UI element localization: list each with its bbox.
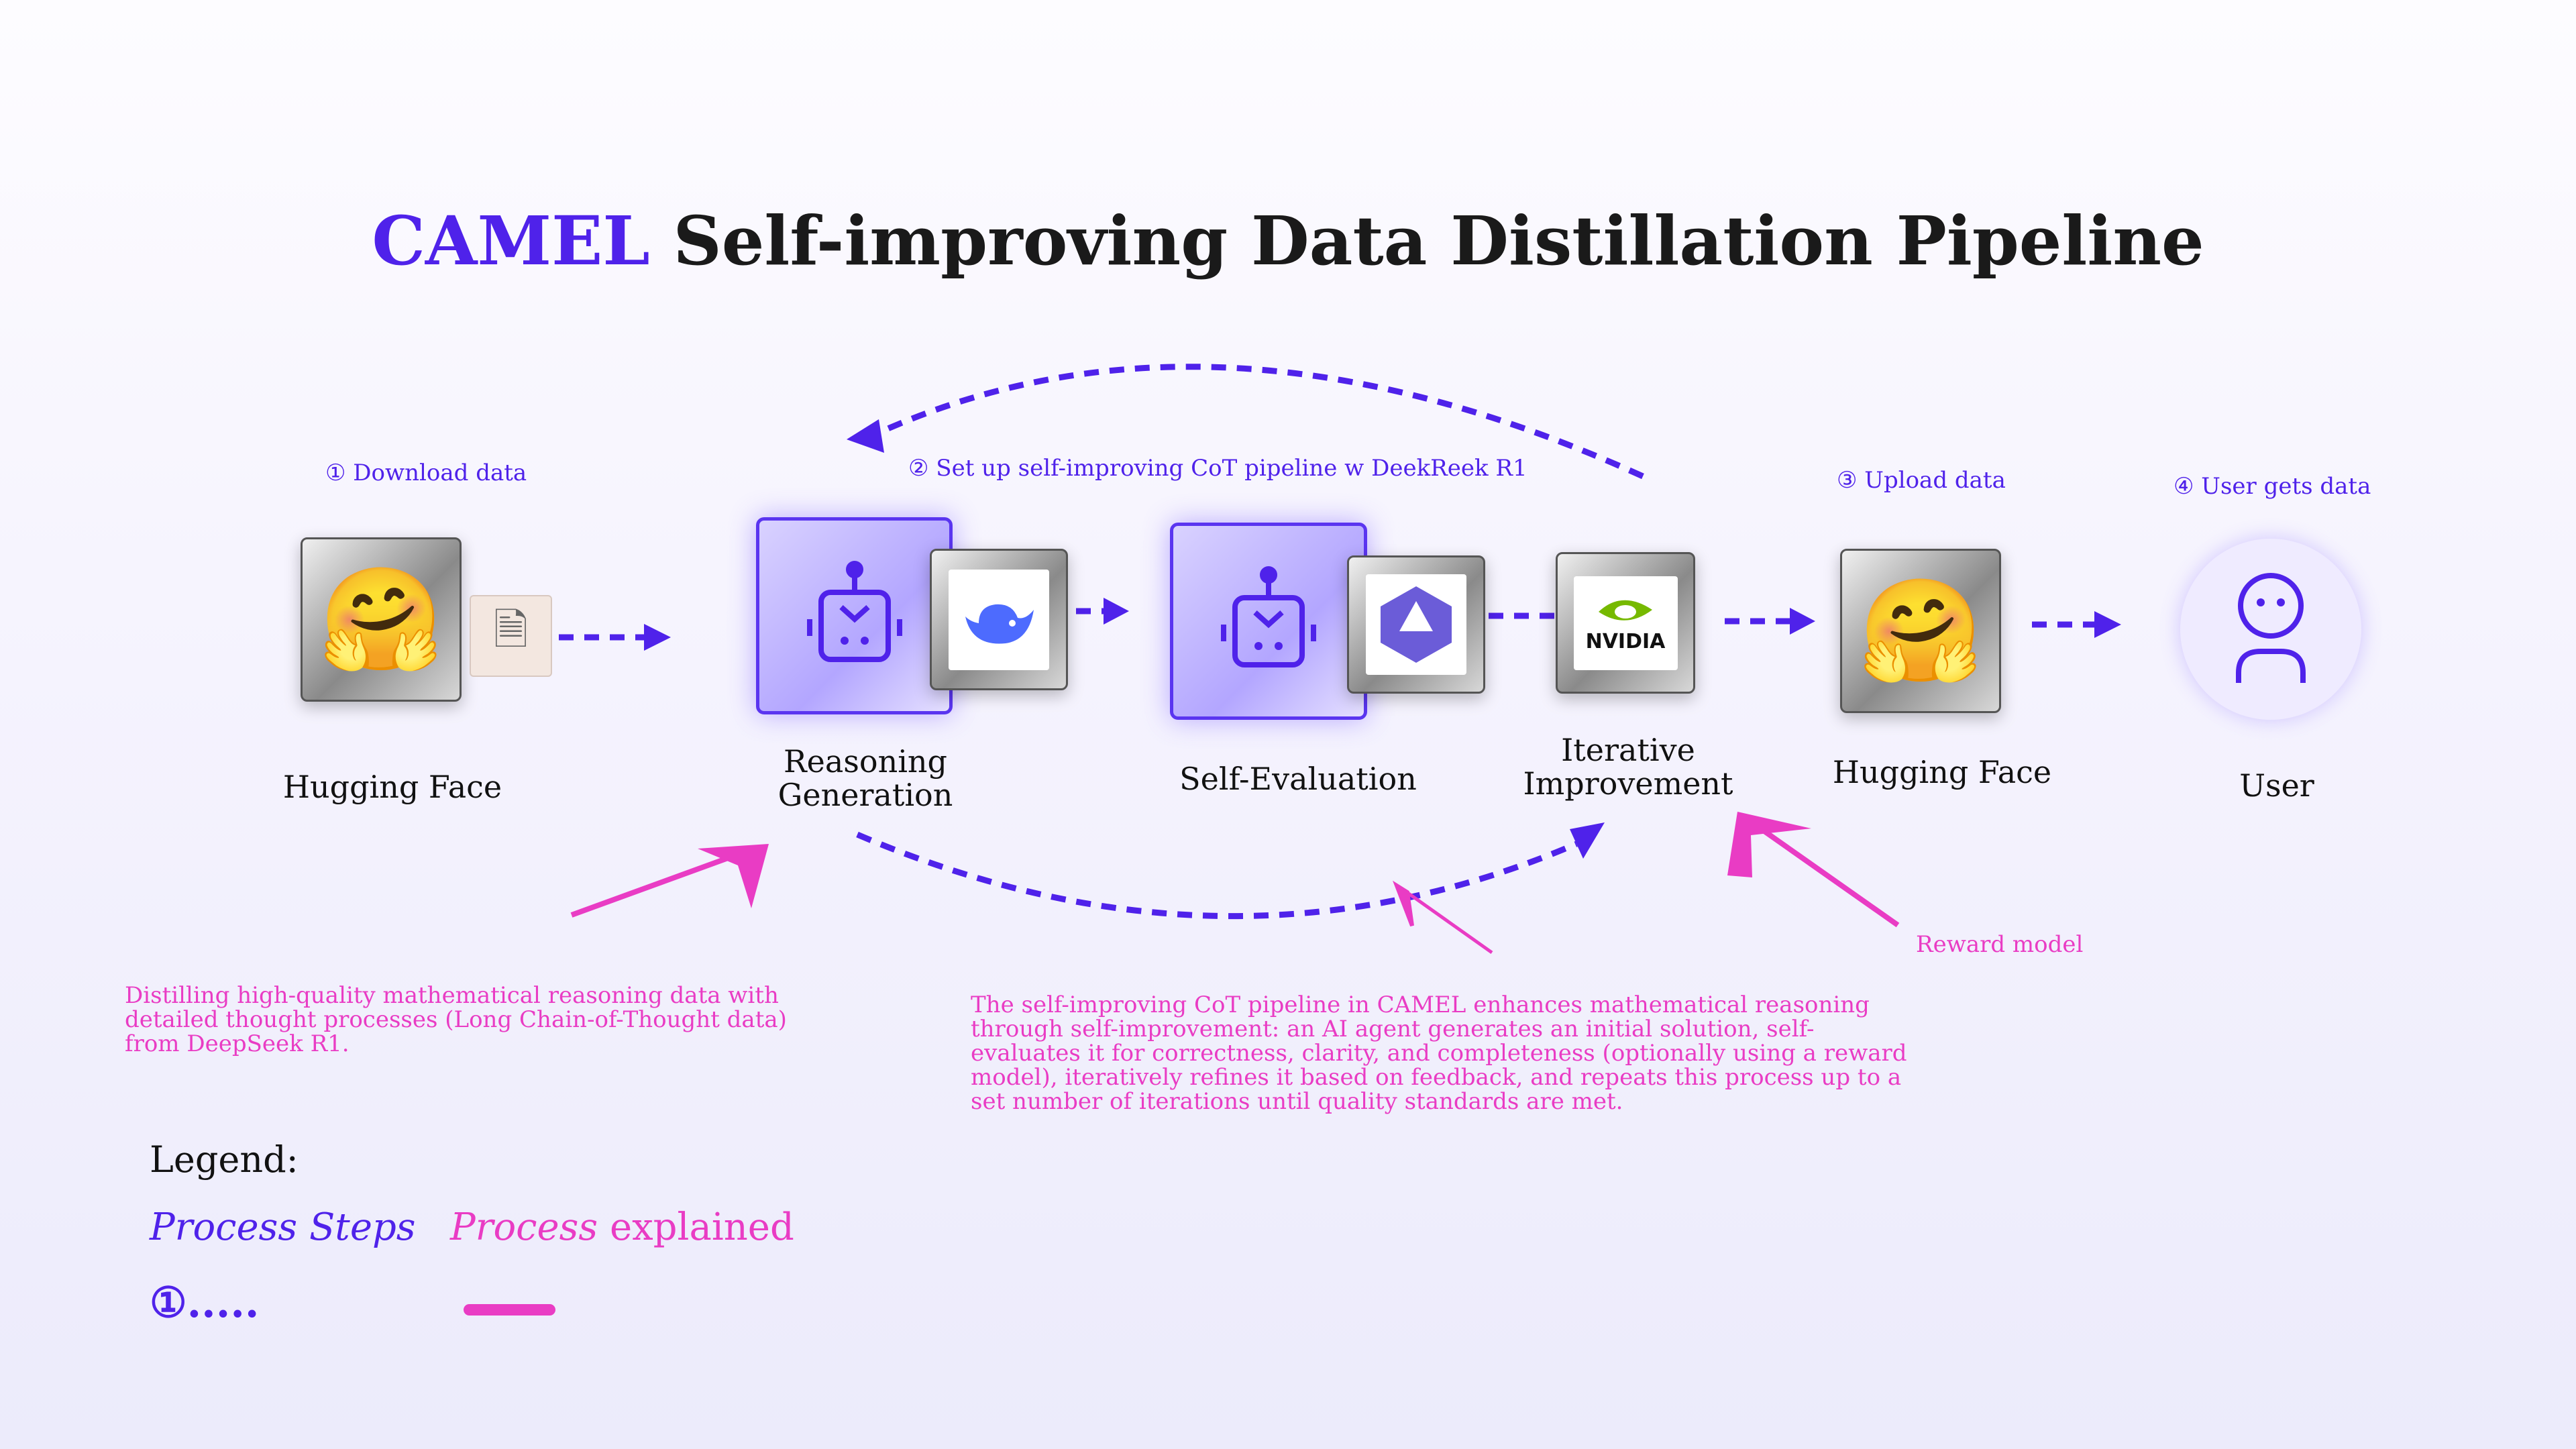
arrowhead (1104, 598, 1129, 625)
nvidia-logo-icon: NVIDIA (1573, 576, 1678, 670)
huggingface-icon: 🤗 (318, 561, 444, 678)
qwen-node (1347, 555, 1485, 694)
note-distilling: Distilling high-quality mathematical rea… (125, 982, 787, 1057)
arrowhead (644, 624, 671, 651)
deepseek-whale-icon (949, 569, 1049, 670)
pink-arrow-reasoning (570, 849, 746, 918)
nvidia-reward-model-node: NVIDIA (1556, 552, 1695, 694)
user-icon (2236, 573, 2306, 683)
pink-arrow-reward (1749, 819, 1900, 928)
deepseek-node (930, 549, 1068, 690)
pink-arrow-loop (1401, 887, 1493, 955)
pink-arrowhead (1727, 812, 1811, 877)
arrowhead (1790, 608, 1815, 635)
page-title: CAMEL Self-improving Data Distillation P… (372, 201, 2204, 280)
huggingface-node-upload: 🤗 (1840, 549, 2001, 713)
legend-process-steps: Process Steps (150, 1205, 416, 1249)
arrowhead (2094, 611, 2121, 638)
legend-process-explained: Process explained (450, 1205, 794, 1249)
step-download-data: ① Download data (325, 460, 527, 486)
huggingface-icon: 🤗 (1858, 572, 1984, 690)
arrowhead (1570, 822, 1605, 859)
feedback-loop-top (877, 364, 1644, 480)
step-upload-data: ③ Upload data (1837, 467, 2006, 494)
robot-icon (806, 561, 902, 662)
note-reward-model: Reward model (1916, 931, 2084, 958)
qwen-icon (1366, 574, 1466, 675)
huggingface-node-download: 🤗 (301, 537, 462, 702)
feedback-loop-bottom (856, 831, 1578, 920)
user-node (2180, 539, 2361, 720)
step-user-gets-data: ④ User gets data (2174, 473, 2371, 500)
label-hugging-face-1: Hugging Face (282, 769, 502, 805)
arrowhead (847, 419, 884, 453)
label-hugging-face-2: Hugging Face (1832, 754, 2052, 790)
legend-step-marker: ①..... (150, 1278, 260, 1327)
reasoning-agent-node (756, 517, 953, 714)
pink-arrowhead (1392, 880, 1414, 927)
note-pipeline-explained: The self-improving CoT pipeline in CAMEL… (971, 991, 1907, 1115)
label-self-evaluation: Self-Evaluation (1179, 761, 1417, 797)
self-evaluation-agent-node (1170, 523, 1367, 720)
step-setup-pipeline: ② Set up self-improving CoT pipeline w D… (908, 455, 1527, 482)
label-user: User (2239, 767, 2314, 804)
legend-title: Legend: (150, 1138, 299, 1181)
pink-arrowhead (698, 844, 769, 908)
legend-pink-bar (464, 1304, 555, 1316)
robot-icon (1221, 566, 1316, 667)
dataset-file-icon: 🗎 (470, 595, 552, 677)
